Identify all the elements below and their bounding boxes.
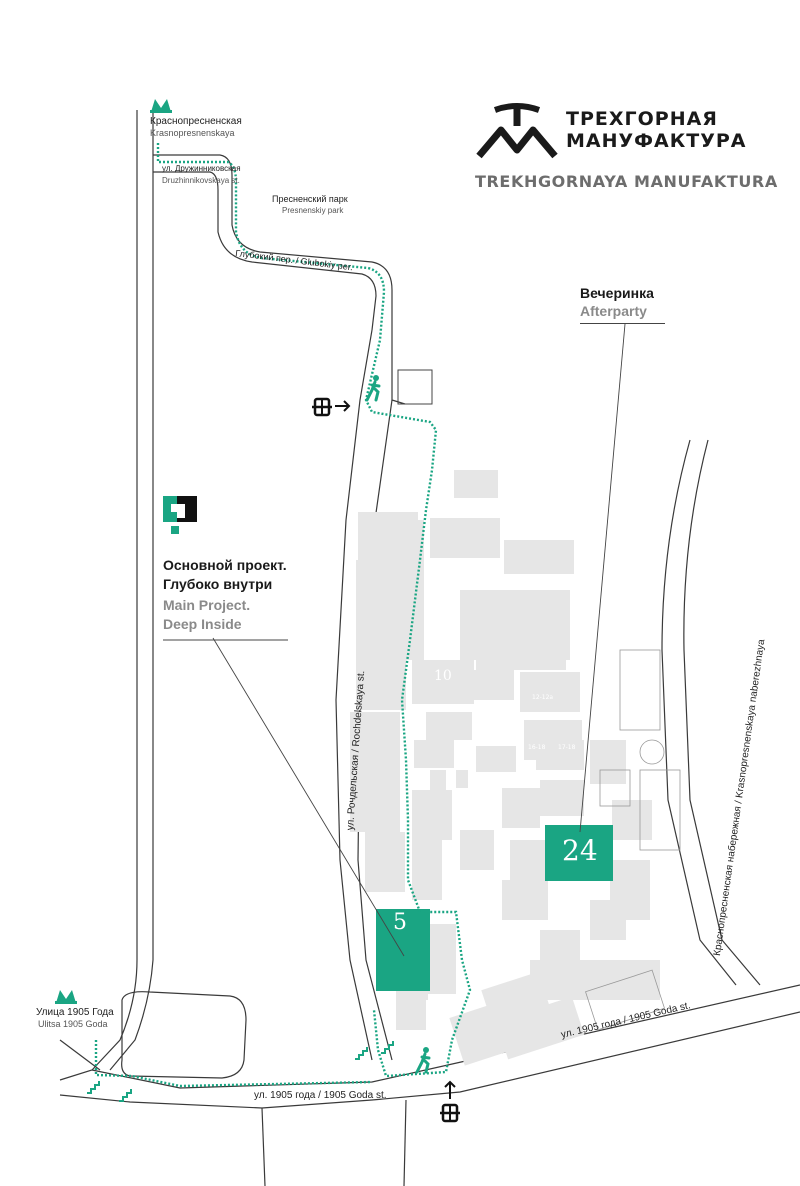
buildings xyxy=(350,369,681,1066)
leader-lines xyxy=(163,323,626,957)
leader-afterparty xyxy=(579,323,626,833)
building-24-shape xyxy=(545,825,613,881)
metro-krasnopresnenskaya-ru: Краснопресненская xyxy=(150,116,242,127)
walking-route xyxy=(94,143,472,1088)
road-nab-outer xyxy=(661,439,737,986)
road-bottom-left xyxy=(261,1107,266,1186)
afterparty-title-ru: Вечеринка xyxy=(580,285,654,301)
building-12-label: 12-12а xyxy=(532,694,554,701)
brand-name-ru-line2: МАНУФАКТУРА xyxy=(566,130,747,152)
building-17-label: 17-18 xyxy=(558,744,576,751)
park-name-en: Presnenskiy park xyxy=(282,206,344,215)
afterparty-title-en: Afterparty xyxy=(580,303,647,319)
building-16-label: 16-18 xyxy=(528,744,546,751)
road-nab-inner xyxy=(683,439,761,986)
main-project-title-en-2: Deep Inside xyxy=(163,616,242,632)
road-bottom-right xyxy=(403,1099,407,1186)
park-name-ru: Пресненский парк xyxy=(272,194,348,204)
road-west-right xyxy=(109,110,154,1071)
main-project-title-ru-1: Основной проект. xyxy=(163,557,287,573)
main-project-title-ru-2: Глубоко внутри xyxy=(163,576,273,592)
brand-name-ru-line1: ТРЕХГОРНАЯ xyxy=(566,108,718,130)
building-5-shape xyxy=(376,909,430,991)
main-project-title-en-1: Main Project. xyxy=(163,597,251,613)
route-path-north xyxy=(156,143,472,1078)
brand-name-en: TREKHGORNAYA MANUFAKTURA xyxy=(475,172,778,191)
street-druzhinnikovskaya-ru: ул. Дружинниковская xyxy=(162,164,241,173)
brand-logo-icon xyxy=(476,103,558,159)
route-path-west xyxy=(94,1040,373,1088)
metro-ulitsa-1905-ru: Улица 1905 Года xyxy=(36,1007,114,1018)
street-1905-west: ул. 1905 года / 1905 Goda st. xyxy=(254,1090,387,1101)
brand-logo xyxy=(475,100,560,162)
leader-main xyxy=(212,637,405,957)
road-druzh-top xyxy=(153,154,406,405)
road-druzh-bottom xyxy=(153,171,377,331)
metro-ulitsa-1905-en: Ulitsa 1905 Goda xyxy=(38,1019,108,1029)
metro-krasnopresnenskaya-en: Krasnopresnenskaya xyxy=(150,128,235,138)
building-5-label: 5 xyxy=(393,910,407,935)
road-west-left xyxy=(59,110,138,1081)
highlight-buildings xyxy=(376,825,613,991)
road-diag-left xyxy=(59,1039,101,1071)
road-rochdel-left xyxy=(335,329,373,1061)
building-24-label: 24 xyxy=(562,834,598,867)
road-lines xyxy=(59,110,800,1186)
afterparty-underline xyxy=(580,323,665,324)
building-10-label: 10 xyxy=(434,668,452,684)
road-block-bottom-left xyxy=(121,991,247,1079)
street-druzhinnikovskaya-en: Druzhinnikovskaya st. xyxy=(162,176,240,185)
road-1905-bottom xyxy=(59,1011,800,1109)
